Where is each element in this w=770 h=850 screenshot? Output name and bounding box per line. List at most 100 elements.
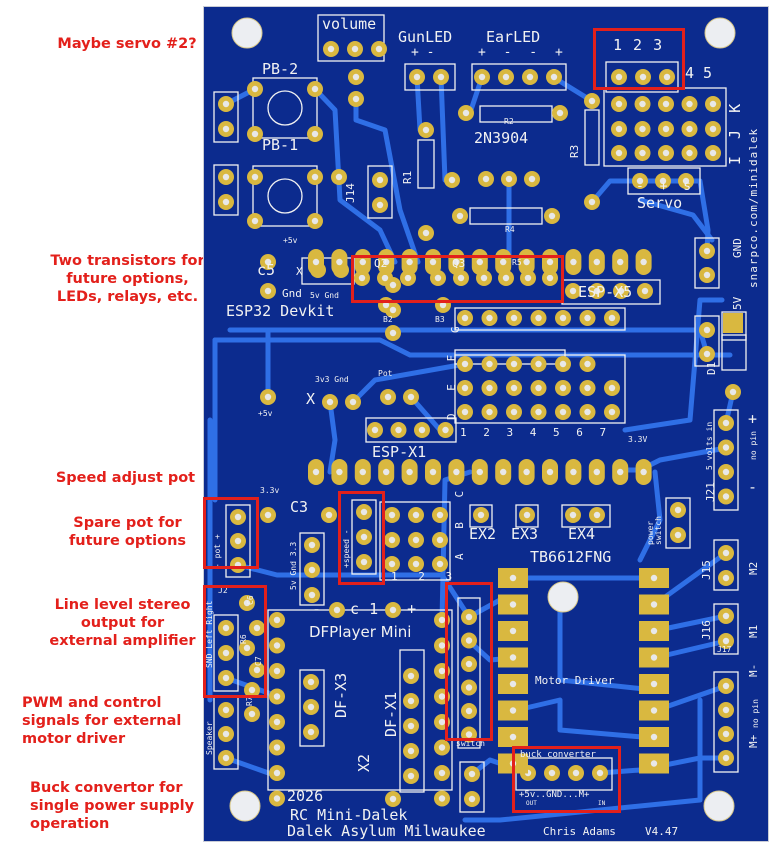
- pad-hole: [674, 506, 682, 514]
- pad-hole: [453, 258, 460, 266]
- label-buck-pins: +5v..GND...M+: [519, 790, 590, 800]
- label-b2: B2: [383, 315, 393, 324]
- pad-hole: [509, 707, 517, 714]
- label-j2: J2: [218, 586, 228, 595]
- pad-hole: [639, 125, 646, 133]
- label-m-minus: M-: [747, 663, 760, 677]
- pad-hole: [641, 287, 649, 295]
- label-3v3-gnd: 3v3 Gnd: [315, 375, 349, 384]
- silk-outline: [213, 614, 239, 692]
- pad-hole: [251, 217, 259, 225]
- pad-hole: [406, 468, 413, 476]
- annotation-line: Spare pot for: [73, 515, 182, 531]
- label-volume: volume: [322, 15, 377, 33]
- pad-hole: [434, 274, 442, 282]
- pad-hole: [438, 642, 446, 649]
- label-j17: J17: [717, 645, 732, 654]
- pcb-artwork: [207, 14, 747, 823]
- pad-hole: [510, 360, 518, 368]
- silk-outline: [404, 63, 456, 91]
- highlight-transistors: [351, 255, 564, 303]
- pushbutton-icon: [267, 90, 303, 126]
- pad-hole: [663, 73, 671, 81]
- pad-hole: [308, 541, 316, 549]
- silk-outline: [469, 504, 493, 528]
- pad-hole: [311, 85, 319, 93]
- pad-hole: [526, 73, 534, 81]
- pad-hole: [722, 706, 730, 714]
- d1-square-pad: [723, 313, 743, 333]
- label-servo: Servo: [637, 194, 683, 212]
- silk-outline: [213, 164, 239, 216]
- label-url: snarpco.com/minidalek: [747, 127, 760, 288]
- label-df-x3: DF-X3: [332, 672, 350, 718]
- pad-hole: [243, 599, 251, 607]
- highlight-speed-pot: [338, 491, 385, 585]
- pad-hole: [559, 384, 567, 392]
- label-version: V4.47: [645, 825, 679, 838]
- pushbutton-outline: [252, 77, 318, 139]
- pad-hole: [722, 419, 730, 427]
- pad-hole: [222, 706, 230, 714]
- pad-hole: [722, 549, 730, 557]
- pad-hole: [584, 408, 591, 416]
- pad-hole: [307, 678, 315, 686]
- label-j21: J21: [704, 482, 717, 502]
- pad-hole: [359, 258, 366, 266]
- pad-hole: [686, 100, 693, 108]
- pad-hole: [722, 682, 730, 690]
- pad-hole: [422, 126, 430, 134]
- pad-hole: [395, 426, 402, 434]
- pad-hole: [709, 100, 717, 108]
- pad-hole: [273, 795, 281, 802]
- annotation-line: Line level stereo: [54, 597, 191, 613]
- pad-hole: [650, 627, 658, 635]
- pad-hole: [509, 654, 517, 661]
- pcb-trace: [637, 197, 715, 243]
- pad-hole: [351, 45, 359, 53]
- pad-hole: [650, 654, 658, 661]
- label-esp-x5: ESP-X5: [578, 283, 633, 301]
- pad-hole: [650, 574, 658, 582]
- label-ex2: EX2: [469, 525, 497, 543]
- pad-hole: [593, 511, 601, 519]
- pad-hole: [359, 468, 366, 476]
- pad-hole: [486, 360, 493, 368]
- pad-hole: [509, 627, 517, 635]
- pad-hole: [461, 384, 469, 392]
- annotation-line: signals for external: [22, 713, 182, 729]
- pad-hole: [311, 217, 319, 225]
- highlight-buck-converter: [512, 746, 621, 813]
- pad-hole: [461, 408, 469, 416]
- pad-hole: [436, 511, 444, 519]
- silk-outline: [561, 504, 611, 528]
- pad-hole: [465, 731, 473, 738]
- pad-hole: [382, 301, 390, 309]
- pad-hole: [311, 173, 319, 181]
- pad-hole: [352, 95, 360, 103]
- label-r4: R4: [505, 225, 515, 234]
- pad-hole: [465, 660, 473, 668]
- label-pot: Pot: [378, 369, 393, 378]
- pad-hole: [429, 468, 437, 476]
- pad-hole: [617, 468, 624, 476]
- label-q2: Q2: [374, 257, 388, 270]
- pad-hole: [615, 149, 623, 157]
- label-b3: B3: [435, 315, 445, 324]
- pad-hole: [476, 468, 483, 476]
- pad-hole: [662, 125, 670, 133]
- pad-hole: [407, 747, 415, 755]
- pad-hole: [722, 730, 730, 738]
- pad-hole: [438, 744, 446, 751]
- pad-hole: [456, 212, 464, 220]
- pad-hole: [468, 795, 476, 803]
- pad-hole: [384, 393, 392, 401]
- pad-hole: [588, 198, 596, 206]
- label-gunled: GunLED: [398, 28, 453, 46]
- pad-hole: [336, 258, 343, 266]
- label-r2: R2: [504, 117, 514, 126]
- label-in: IN: [598, 800, 606, 807]
- annotation-servo2: Maybe servo #2?: [57, 36, 197, 52]
- pad-hole: [308, 566, 316, 574]
- pcb-trace: [637, 469, 663, 563]
